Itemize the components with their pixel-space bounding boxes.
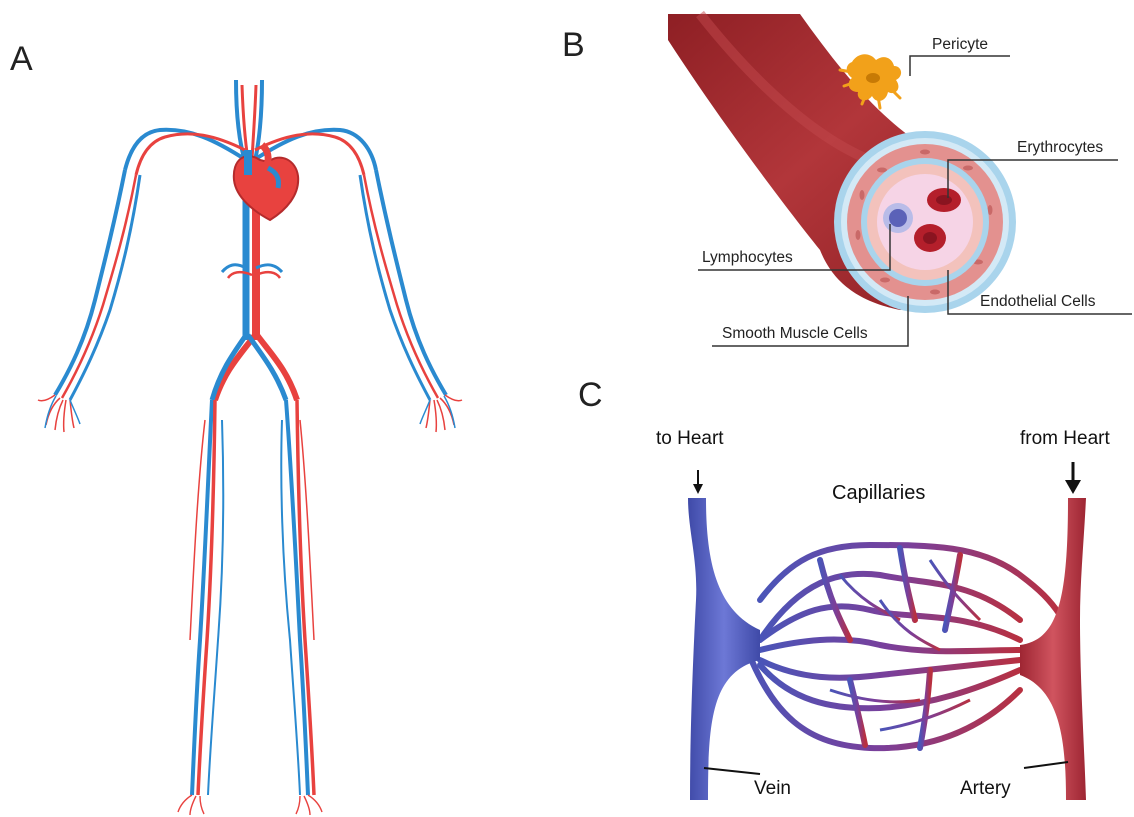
label-erythrocytes: Erythrocytes [1017, 139, 1103, 157]
label-to-heart: to Heart [656, 428, 724, 450]
hand-right [426, 395, 462, 432]
subclavian-artery-left [136, 134, 245, 175]
iliac-artery-right [257, 335, 297, 400]
erythrocyte-cell-1 [927, 188, 961, 212]
panel-c-capillary-bed [688, 462, 1086, 800]
label-endothelial-cells: Endothelial Cells [980, 293, 1095, 311]
vein-vessel [688, 498, 760, 800]
leader-artery [1024, 762, 1068, 768]
panel-a-body-circulation [38, 80, 462, 815]
arrow-to-heart-icon [693, 470, 703, 494]
capillary-network [740, 545, 1060, 748]
artery-vessel [1020, 498, 1086, 800]
subclavian-vein-left [125, 130, 246, 170]
leader-pericyte [910, 56, 1010, 76]
iliac-artery-left [215, 335, 255, 400]
label-vein: Vein [754, 778, 791, 800]
label-pericyte: Pericyte [932, 36, 988, 54]
panel-letter-c: C [578, 376, 603, 415]
panel-letter-b: B [562, 26, 585, 65]
hand-left [38, 395, 74, 432]
foot-right [296, 795, 322, 815]
label-smooth-muscle-cells: Smooth Muscle Cells [722, 325, 868, 343]
label-from-heart: from Heart [1020, 428, 1110, 450]
foot-left [178, 795, 204, 815]
arrow-from-heart-icon [1065, 462, 1081, 494]
label-lymphocytes: Lymphocytes [702, 249, 793, 267]
erythrocyte-cell-2 [914, 224, 946, 252]
lymphocyte-cell [883, 203, 913, 233]
panel-letter-a: A [10, 40, 33, 79]
leader-vein [704, 768, 760, 774]
label-capillaries: Capillaries [832, 482, 925, 505]
label-artery: Artery [960, 778, 1011, 800]
